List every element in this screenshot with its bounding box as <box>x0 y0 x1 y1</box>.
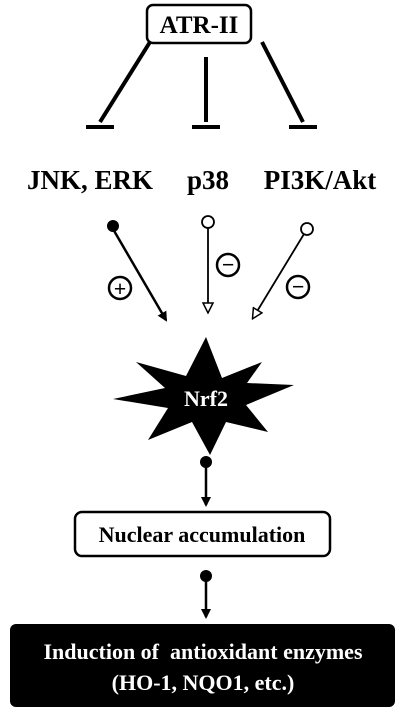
inhibition-arrow-pi3k-akt <box>253 233 305 318</box>
inhibition-origin-circle-p38 <box>201 215 215 229</box>
nrf2-starburst <box>113 337 294 455</box>
nuclear-accumulation-label: Nuclear accumulation <box>99 522 306 547</box>
activation-arrow-jnk-erk <box>111 228 168 322</box>
effect-signs: + − − <box>107 252 311 301</box>
induction-label-line2: (HO-1, NQO1, etc.) <box>112 670 295 695</box>
inhibition-connectors <box>86 40 317 129</box>
plus-sign: + <box>114 276 127 301</box>
nrf2-label: Nrf2 <box>184 386 228 411</box>
kinase-label-pi3k-akt: PI3K/Akt <box>264 165 377 195</box>
kinase-label-p38: p38 <box>187 165 229 195</box>
minus-sign-circle-p38 <box>215 252 241 278</box>
inhibit-jnk-erk-line <box>98 40 152 124</box>
activation-origin-dot <box>107 220 119 232</box>
atr-ii-label: ATR-II <box>160 12 239 39</box>
minus-sign-p38: − <box>222 252 235 277</box>
minus-sign-circle-pi3k-akt <box>285 274 311 300</box>
induction-node: Induction of antioxidant enzymes (HO-1, … <box>10 624 395 707</box>
nuclear-accumulation-node: Nuclear accumulation <box>73 510 332 558</box>
minus-sign-pi3k-akt: − <box>292 274 305 299</box>
kinase-label-jnk-erk: JNK, ERK <box>27 165 153 195</box>
inhibit-pi3k-akt-line <box>260 41 305 123</box>
atr-ii-node: ATR-II <box>145 3 253 45</box>
arrow-to-induction <box>200 570 212 619</box>
arrow-origin-dot-1 <box>200 456 212 468</box>
nrf2-node: Nrf2 <box>113 337 294 455</box>
induction-label-line1: Induction of antioxidant enzymes <box>43 639 362 664</box>
kinase-labels: JNK, ERK p38 PI3K/Akt <box>27 165 376 195</box>
arrow-to-nuclear-accumulation <box>200 456 212 507</box>
inhibition-origin-circle-pi3k-akt <box>300 222 314 236</box>
arrow-origin-dot-2 <box>200 570 212 582</box>
plus-sign-circle <box>107 275 133 301</box>
effect-arrows <box>107 215 314 322</box>
